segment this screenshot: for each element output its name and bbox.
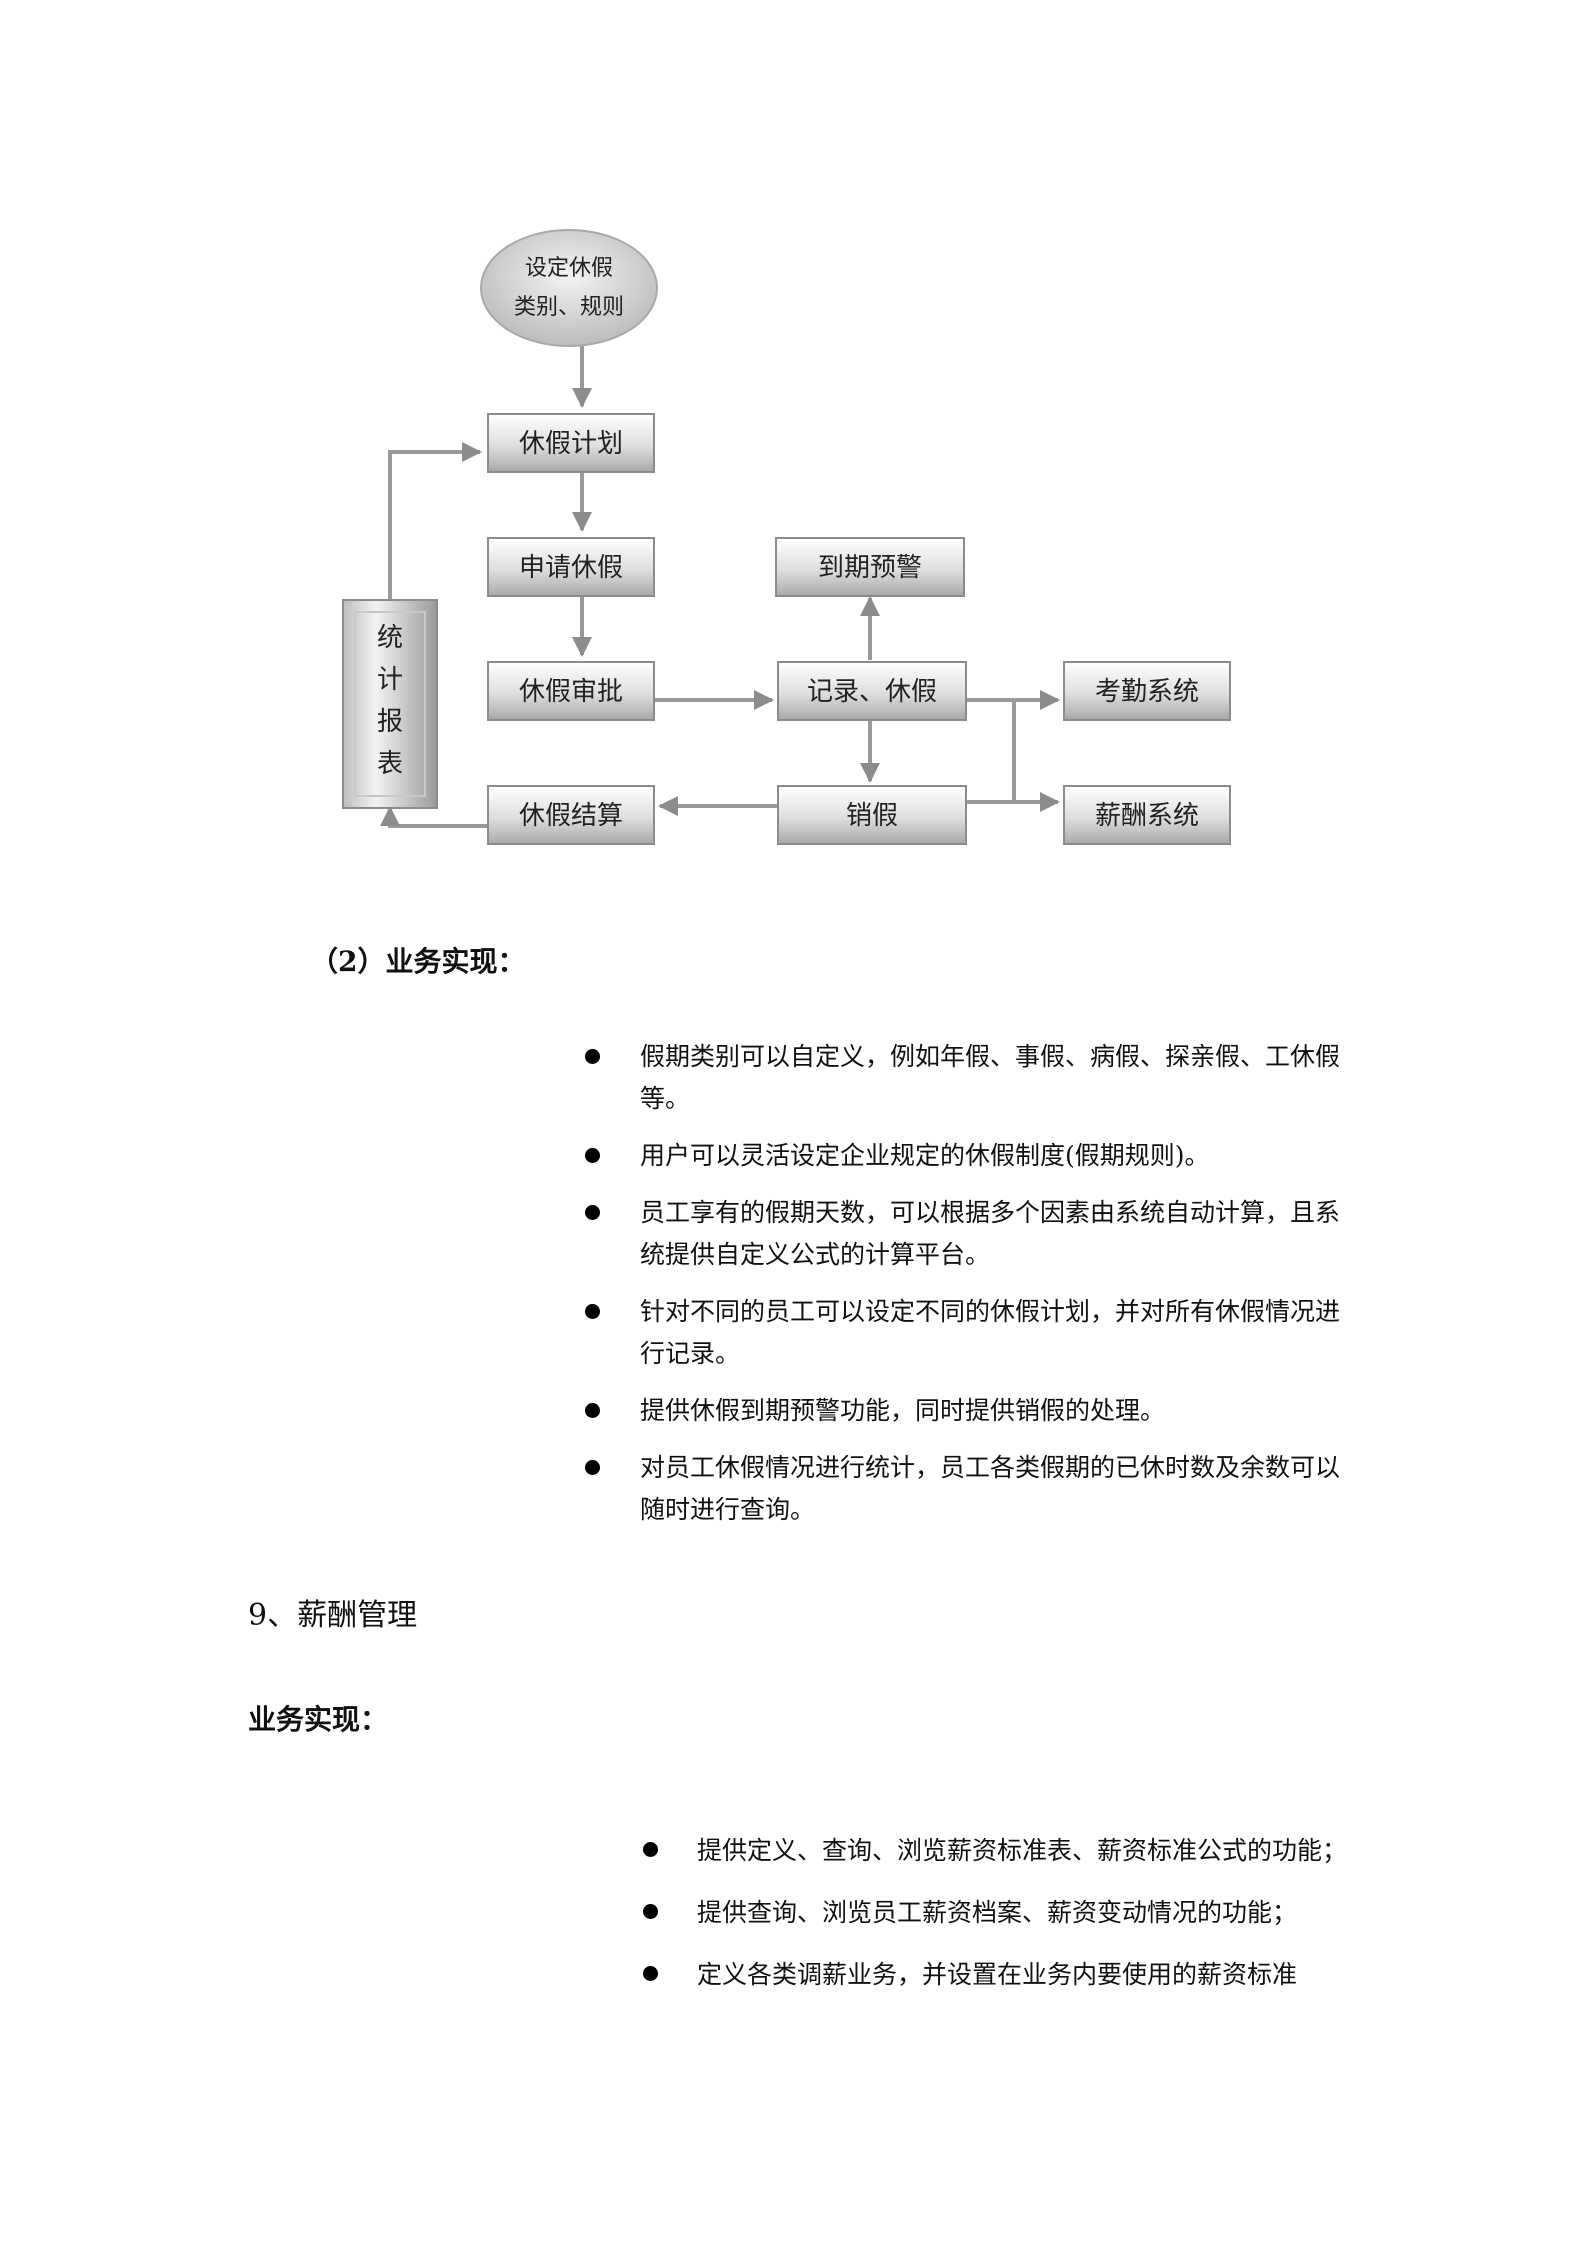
start-node-line1: 设定休假 (525, 256, 613, 281)
approve-box: 休假审批 (487, 661, 655, 721)
settle-label: 休假结算 (519, 801, 623, 831)
list-item: 提供定义、查询、浏览薪资标准表、薪资标准公式的功能； (637, 1820, 1363, 1882)
report-char-3: 报 (377, 707, 403, 737)
warning-label: 到期预警 (818, 553, 922, 583)
attendance-box: 考勤系统 (1063, 661, 1231, 721)
arrow-settle-to-report (380, 806, 488, 828)
section9-label: 业务实现： (248, 1703, 389, 1736)
list-item-text: 提供休假到期预警功能，同时提供销假的处理。 (640, 1396, 1166, 1425)
start-node: 设定休假 类别、规则 (480, 229, 658, 347)
arrow-report-to-plan (388, 442, 482, 600)
report-char-4: 表 (377, 749, 403, 779)
cancel-label: 销假 (846, 801, 898, 831)
list-item: 提供查询、浏览员工薪资档案、薪资变动情况的功能； (637, 1882, 1363, 1944)
bullet-icon (585, 1205, 600, 1220)
list-item: 员工享有的假期天数，可以根据多个因素由系统自动计算，且系统提供自定义公式的计算平… (580, 1192, 1360, 1276)
list-item-text: 假期类别可以自定义，例如年假、事假、病假、探亲假、工休假等。 (640, 1042, 1341, 1113)
salary-box: 薪酬系统 (1063, 785, 1231, 845)
plan-box: 休假计划 (487, 413, 655, 473)
bullet-icon (643, 1904, 658, 1919)
warning-box: 到期预警 (775, 537, 965, 597)
report-char-1: 统 (377, 623, 403, 653)
bullet-icon (585, 1304, 600, 1319)
start-node-line2: 类别、规则 (514, 295, 624, 320)
salary-label: 薪酬系统 (1095, 801, 1199, 831)
list-item: 定义各类调薪业务，并设置在业务内要使用的薪资标准 (637, 1944, 1363, 2006)
list-item-text: 定义各类调薪业务，并设置在业务内要使用的薪资标准 (697, 1960, 1298, 1989)
report-box: 统 计 报 表 (342, 599, 438, 809)
list-item: 对员工休假情况进行统计，员工各类假期的已休时数及余数可以随时进行查询。 (580, 1447, 1360, 1531)
section2-label: （2）业务实现： (310, 945, 526, 978)
record-label: 记录、休假 (807, 677, 937, 707)
apply-box: 申请休假 (487, 537, 655, 597)
plan-label: 休假计划 (519, 429, 623, 459)
leave-process-flowchart: 设定休假 类别、规则 休假计划 申请休假 休假审批 记录、休假 到期预警 考勤系… (342, 229, 1231, 845)
list-item-text: 员工享有的假期天数，可以根据多个因素由系统自动计算，且系统提供自定义公式的计算平… (640, 1198, 1341, 1269)
attendance-label: 考勤系统 (1095, 677, 1199, 707)
section9-bullet-list: 提供定义、查询、浏览薪资标准表、薪资标准公式的功能； 提供查询、浏览员工薪资档案… (637, 1820, 1363, 2006)
bullet-icon (585, 1049, 600, 1064)
bullet-icon (585, 1403, 600, 1418)
bullet-icon (585, 1460, 600, 1475)
bullet-icon (643, 1966, 658, 1981)
record-box: 记录、休假 (777, 661, 967, 721)
list-item-text: 用户可以灵活设定企业规定的休假制度(假期规则)。 (640, 1141, 1210, 1170)
approve-label: 休假审批 (519, 677, 623, 707)
list-item: 提供休假到期预警功能，同时提供销假的处理。 (580, 1390, 1360, 1432)
section9-heading: 9、薪酬管理 (248, 1598, 418, 1633)
report-char-2: 计 (377, 665, 403, 695)
list-item: 假期类别可以自定义，例如年假、事假、病假、探亲假、工休假等。 (580, 1036, 1360, 1120)
apply-label: 申请休假 (519, 553, 623, 583)
cancel-box: 销假 (777, 785, 967, 845)
section2-bullet-list: 假期类别可以自定义，例如年假、事假、病假、探亲假、工休假等。 用户可以灵活设定企… (580, 1036, 1360, 1546)
list-item: 针对不同的员工可以设定不同的休假计划，并对所有休假情况进行记录。 (580, 1291, 1360, 1375)
arrow-cancel-to-salary (964, 700, 1016, 804)
list-item: 用户可以灵活设定企业规定的休假制度(假期规则)。 (580, 1135, 1360, 1177)
list-item-text: 对员工休假情况进行统计，员工各类假期的已休时数及余数可以随时进行查询。 (640, 1453, 1341, 1524)
list-item-text: 针对不同的员工可以设定不同的休假计划，并对所有休假情况进行记录。 (640, 1297, 1341, 1368)
bullet-icon (643, 1842, 658, 1857)
bullet-icon (585, 1148, 600, 1163)
list-item-text: 提供查询、浏览员工薪资档案、薪资变动情况的功能； (697, 1898, 1298, 1927)
list-item-text: 提供定义、查询、浏览薪资标准表、薪资标准公式的功能； (697, 1836, 1348, 1865)
settle-box: 休假结算 (487, 785, 655, 845)
